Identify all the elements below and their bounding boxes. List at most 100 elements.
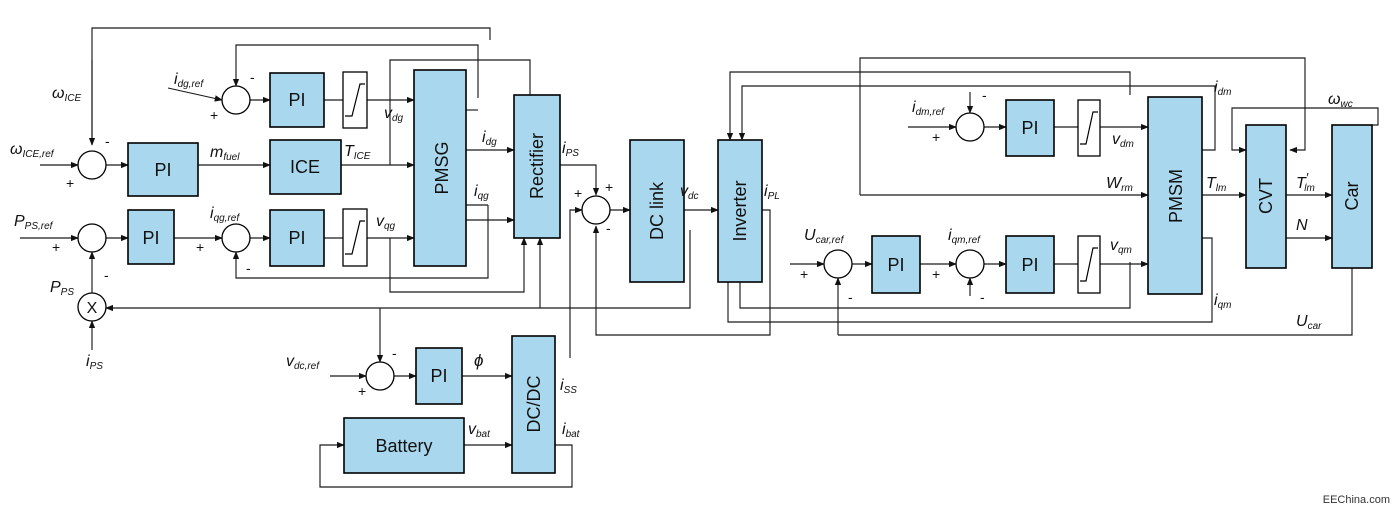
svg-text:-: - <box>250 69 255 85</box>
pi-speed-block: PI <box>127 142 199 197</box>
rectifier-label: Rectifier <box>527 133 547 199</box>
wire-ips <box>560 164 600 196</box>
label-n: N <box>1296 217 1308 234</box>
label-tlm: Tlm <box>1206 175 1226 194</box>
rectifier-block: Rectifier <box>513 94 561 239</box>
label-idm-ref: idm,ref <box>912 99 945 118</box>
label-vdc-ref: vdc,ref <box>286 353 320 372</box>
label-omega-ice-ref: ωICE,ref <box>10 141 55 160</box>
svg-text:+: + <box>574 185 582 201</box>
pi-car-block: PI <box>871 235 921 294</box>
label-ucar: Ucar <box>1296 313 1322 332</box>
pi-dcdc-label: PI <box>430 366 447 386</box>
svg-text:-: - <box>982 87 987 103</box>
svg-text:+: + <box>52 239 60 255</box>
inverter-block: Inverter <box>717 139 763 283</box>
label-iqm: iqm <box>1214 292 1231 311</box>
pmsm-block: PMSM <box>1147 96 1203 295</box>
watermark: EEChina.com <box>1323 494 1390 506</box>
summing-junctions: X <box>77 85 985 391</box>
label-ipl: iPL <box>764 183 780 202</box>
battery-label: Battery <box>375 436 432 456</box>
pi-dg-block: PI <box>269 72 325 128</box>
inverter-label: Inverter <box>730 180 750 241</box>
wire-ibat <box>319 441 573 488</box>
cvt-label: CVT <box>1256 178 1276 214</box>
label-m-fuel: mfuel <box>210 144 240 163</box>
pi-speed-label: PI <box>154 160 171 180</box>
sum-ucar <box>823 249 853 279</box>
sum-idg <box>221 85 251 115</box>
svg-text:-: - <box>246 260 251 276</box>
limiter-qm-icon <box>1077 235 1101 294</box>
label-omega-ice: ωICE <box>52 85 81 104</box>
pi-dm-block: PI <box>1005 99 1055 157</box>
multiplier-pps <box>77 292 107 322</box>
sum-power <box>77 223 107 253</box>
limiter-dg-icon <box>342 71 368 129</box>
wire-omega-wc <box>1231 107 1379 154</box>
pi-qg-block: PI <box>269 209 325 267</box>
label-iqg: iqg <box>474 183 489 202</box>
car-block: Car <box>1331 124 1373 269</box>
wire-wrm-top <box>859 57 1306 195</box>
label-vqg: vqg <box>376 213 396 232</box>
pi-qm-label: PI <box>1021 255 1038 275</box>
pi-dm-label: PI <box>1021 118 1038 138</box>
blocks: PI ICE PI PI PI PMSG <box>127 69 1373 474</box>
sum-signs: - + - + + - + - + + - - + - + + - + - <box>52 69 987 399</box>
sum-dc <box>581 195 611 225</box>
sum-iqm <box>955 249 985 279</box>
label-vdg: vdg <box>384 105 404 124</box>
sum-idm <box>955 112 985 142</box>
label-iqg-ref: iqg,ref <box>210 205 240 224</box>
label-wrm: Wrm <box>1106 175 1133 194</box>
dc-link-block: DC link <box>629 139 685 283</box>
dcdc-label: DC/DC <box>524 376 544 433</box>
limiter-qg-icon <box>342 208 368 267</box>
label-pps: PPS <box>50 279 74 298</box>
svg-text:+: + <box>932 129 940 145</box>
label-omega-wc: ωwc <box>1328 91 1353 110</box>
wire-inv-fb1 <box>726 71 1131 141</box>
svg-text:-: - <box>848 289 853 305</box>
pi-power-label: PI <box>142 228 159 248</box>
pmsg-block: PMSG <box>413 69 467 267</box>
label-idm: idm <box>1214 79 1231 98</box>
cvt-block: CVT <box>1245 124 1287 269</box>
label-iqm-ref: iqm,ref <box>948 227 981 246</box>
svg-text:-: - <box>392 345 397 361</box>
svg-text:-: - <box>104 267 109 283</box>
pi-dg-label: PI <box>288 90 305 110</box>
wire-idg-ref <box>167 87 223 102</box>
svg-text:+: + <box>210 107 218 123</box>
limiter-dm-icon <box>1077 99 1101 157</box>
signal-wires <box>20 27 1379 488</box>
label-vdm: vdm <box>1112 131 1134 150</box>
label-phi: ϕ <box>474 351 483 370</box>
label-tlm-prime: T′lm <box>1296 170 1315 194</box>
label-idg-ref: idg,ref <box>174 71 204 90</box>
svg-text:+: + <box>800 266 808 282</box>
dc-link-label: DC link <box>647 181 667 240</box>
car-label: Car <box>1342 181 1362 210</box>
sum-vdc <box>365 361 395 391</box>
label-ibat: ibat <box>562 421 581 440</box>
pi-car-label: PI <box>887 255 904 275</box>
wire-iss <box>569 206 583 358</box>
wire-idg-fb <box>232 44 479 98</box>
ice-block: ICE <box>269 139 342 195</box>
pi-qg-label: PI <box>288 228 305 248</box>
sum-speed <box>77 150 107 180</box>
svg-text:-: - <box>105 133 110 149</box>
svg-text:-: - <box>980 289 985 305</box>
pmsg-label: PMSG <box>432 141 452 194</box>
label-vdc: vdc <box>680 183 699 202</box>
pmsm-label: PMSM <box>1166 169 1186 223</box>
wire-iqg-fb <box>232 205 489 279</box>
svg-text:-: - <box>606 220 611 236</box>
svg-text:+: + <box>605 179 613 195</box>
label-ips-bottom: iPS <box>86 353 103 372</box>
